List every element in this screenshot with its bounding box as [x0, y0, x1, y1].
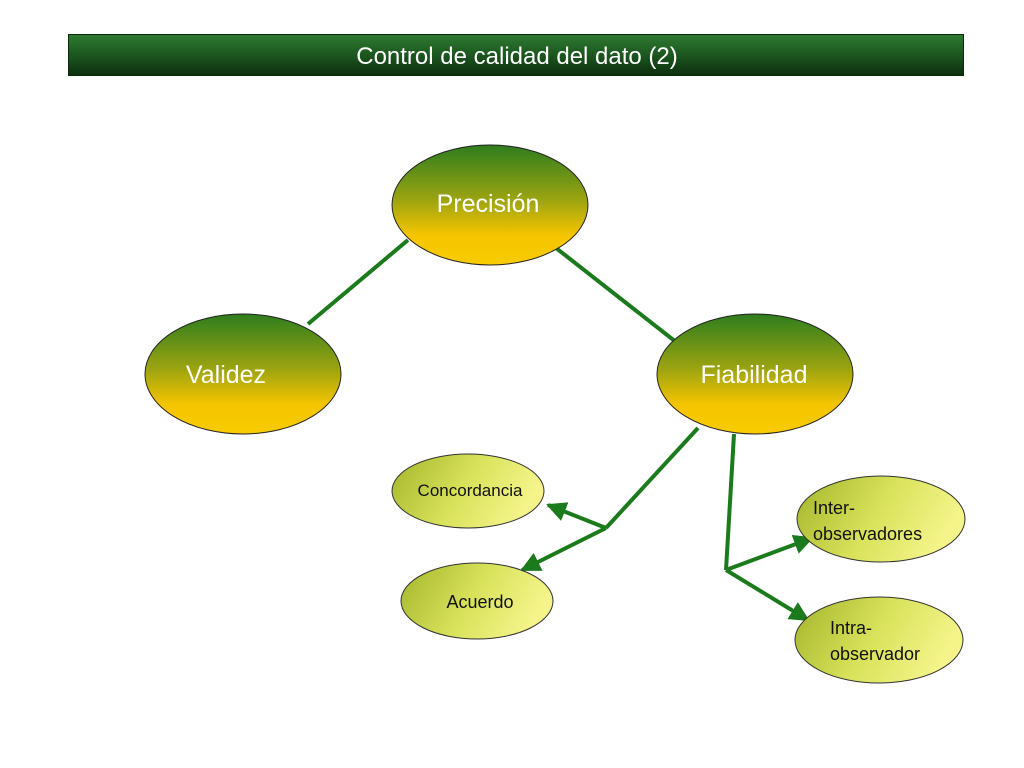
connector-precision-validez	[306, 238, 410, 326]
connector-fiabilidad-branch-right	[724, 433, 736, 571]
node-concordancia-label: Concordancia	[418, 481, 523, 500]
title-bar: Control de calidad del dato (2)	[68, 34, 964, 76]
node-intra-observador: Intra- observador	[794, 596, 964, 684]
node-validez: Validez	[144, 313, 342, 435]
arrow-to-acuerdo	[520, 526, 607, 572]
slide-title: Control de calidad del dato (2)	[356, 43, 678, 70]
node-intra-label-line2: observador	[830, 644, 920, 664]
node-inter-observadores: Inter- observadores	[796, 475, 966, 563]
node-precision-label: Precisión	[437, 190, 540, 218]
arrow-to-inter-observadores	[725, 534, 814, 572]
node-intra-label-line1: Intra-	[830, 618, 872, 638]
node-concordancia: Concordancia	[391, 453, 545, 529]
arrow-to-intra-observador	[724, 568, 810, 622]
node-acuerdo-label: Acuerdo	[446, 592, 513, 612]
node-fiabilidad-label: Fiabilidad	[700, 361, 807, 389]
connector-fiabilidad-branch-left	[604, 426, 700, 530]
node-fiabilidad: Fiabilidad	[656, 313, 854, 435]
node-validez-label: Validez	[186, 361, 266, 389]
node-inter-label-line2: observadores	[813, 524, 922, 544]
node-inter-label-line1: Inter-	[813, 498, 855, 518]
connector-precision-fiabilidad	[554, 246, 678, 344]
node-precision: Precisión	[391, 144, 589, 266]
node-acuerdo: Acuerdo	[400, 562, 554, 640]
arrow-to-concordancia	[546, 502, 607, 530]
